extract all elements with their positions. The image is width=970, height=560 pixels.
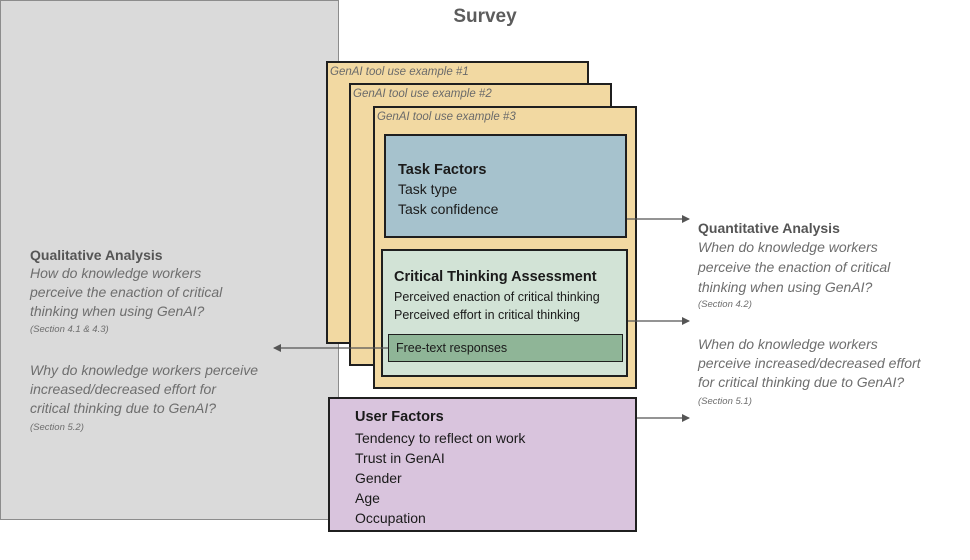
free-text-responses-box: Free-text responses — [388, 334, 623, 362]
survey-container: Survey — [0, 0, 517, 520]
quantitative-q2-section: (Section 5.1) — [698, 396, 752, 407]
critical-thinking-box: Critical Thinking Assessment Perceived e… — [381, 249, 628, 377]
example-label-3: GenAI tool use example #3 — [377, 111, 516, 123]
survey-title: Survey — [453, 6, 517, 27]
critical-thinking-title: Critical Thinking Assessment — [394, 269, 597, 285]
qualitative-q1-line: How do knowledge workers — [30, 265, 202, 281]
task-factors-title: Task Factors — [398, 162, 487, 178]
quantitative-q1-line: perceive the enaction of critical — [698, 259, 891, 275]
qualitative-q1-line: perceive the enaction of critical — [30, 284, 223, 300]
user-factor-item: Occupation — [355, 510, 426, 526]
qualitative-title: Qualitative Analysis — [30, 247, 163, 263]
quantitative-q1-line: thinking when using GenAI? — [698, 279, 873, 295]
example-label-2: GenAI tool use example #2 — [353, 88, 492, 100]
qualitative-q2-line: increased/decreased effort for — [30, 381, 216, 397]
quantitative-q2-line: for critical thinking due to GenAI? — [698, 374, 905, 390]
user-factor-item: Age — [355, 490, 380, 506]
quantitative-title: Quantitative Analysis — [698, 220, 840, 236]
qualitative-q1-line: thinking when using GenAI? — [30, 303, 205, 319]
user-factor-item: Gender — [355, 470, 402, 486]
quantitative-q1-section: (Section 4.2) — [698, 299, 752, 310]
free-text-label: Free-text responses — [396, 341, 508, 355]
task-factor-item: Task type — [398, 181, 458, 197]
task-factor-item: Task confidence — [398, 201, 499, 217]
user-factor-item: Trust in GenAI — [355, 450, 445, 466]
quantitative-q1-line: When do knowledge workers — [698, 239, 878, 255]
quantitative-q2-line: When do knowledge workers — [698, 336, 878, 352]
qualitative-q2-line: Why do knowledge workers perceive — [30, 362, 258, 378]
critical-thinking-item: Perceived effort in critical thinking — [394, 308, 580, 322]
qualitative-q1-section: (Section 4.1 & 4.3) — [30, 324, 109, 335]
critical-thinking-item: Perceived enaction of critical thinking — [394, 290, 600, 304]
example-label-1: GenAI tool use example #1 — [330, 66, 469, 78]
qualitative-q2-line: critical thinking due to GenAI? — [30, 400, 216, 416]
user-factor-item: Tendency to reflect on work — [355, 430, 526, 446]
task-factors-box: Task Factors Task type Task confidence — [384, 134, 627, 238]
qualitative-q2-section: (Section 5.2) — [30, 422, 84, 433]
user-factors-box: User Factors Tendency to reflect on work… — [328, 397, 637, 532]
quantitative-q2-line: perceive increased/decreased effort — [698, 355, 921, 371]
user-factors-title: User Factors — [355, 409, 444, 425]
